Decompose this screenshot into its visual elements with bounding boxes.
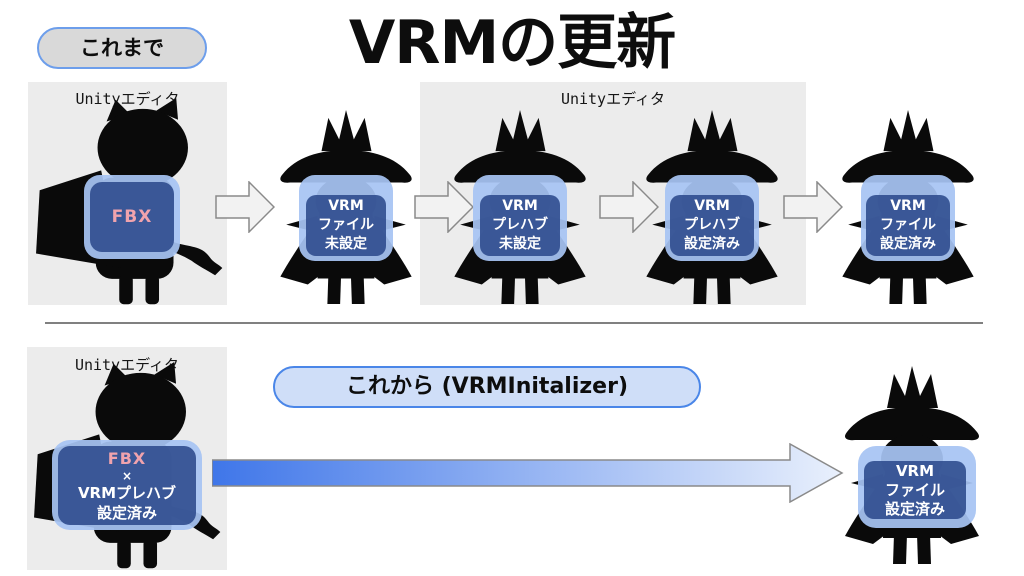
state-label-vrm-file-set: VRM ファイル 設定済み [866, 195, 950, 256]
state-label-line: プレハブ [492, 217, 548, 233]
state-label-vrm-prefab-set: VRM プレハブ 設定済み [670, 195, 754, 256]
page-title: VRMの更新 [348, 8, 676, 78]
flow-arrow-icon [783, 181, 843, 233]
badge-after: これから (VRMInitalizer) [273, 366, 701, 408]
state-label-line: FBX [111, 206, 153, 227]
state-label-line: FBX [107, 448, 147, 468]
state-label-line: VRMプレハブ [77, 483, 177, 502]
flow-arrow-icon [599, 181, 659, 233]
state-label-vrm-prefab-unset: VRM プレハブ 未設定 [480, 195, 560, 256]
state-label-line: 設定済み [684, 236, 740, 252]
state-label-line: VRM [890, 198, 926, 214]
state-label-vrm-file-set: VRM ファイル 設定済み [864, 461, 966, 519]
state-label-vrm-file-unset: VRM ファイル 未設定 [306, 195, 386, 256]
state-label-line: × [121, 468, 133, 483]
state-label-line: VRM [328, 198, 364, 214]
state-label-line: 設定済み [96, 503, 157, 522]
state-label-line: 設定済み [880, 236, 936, 252]
section-divider [45, 322, 983, 324]
state-label-line: ファイル [318, 217, 374, 233]
state-label-line: ファイル [884, 480, 945, 499]
flow-arrow-icon [215, 181, 275, 233]
state-label-line: 未設定 [499, 236, 541, 252]
unity-editor-label: Unityエディタ [74, 356, 180, 374]
unity-editor-label: Unityエディタ [75, 90, 180, 108]
state-label-fbx-prefab-set: FBX × VRMプレハブ 設定済み [58, 446, 196, 525]
badge-before: これまで [37, 27, 207, 69]
unity-editor-label: Unityエディタ [560, 90, 666, 108]
flow-arrow-icon [414, 181, 474, 233]
state-label-line: VRM [502, 198, 538, 214]
gradient-arrow-icon [212, 443, 844, 503]
state-label-line: プレハブ [684, 217, 740, 233]
state-label-line: VRM [694, 198, 730, 214]
state-label-line: VRM [895, 461, 935, 480]
state-label-line: ファイル [880, 217, 936, 233]
state-label-line: 未設定 [325, 236, 367, 252]
state-label-line: 設定済み [884, 499, 945, 518]
state-label-fbx: FBX [90, 182, 174, 252]
